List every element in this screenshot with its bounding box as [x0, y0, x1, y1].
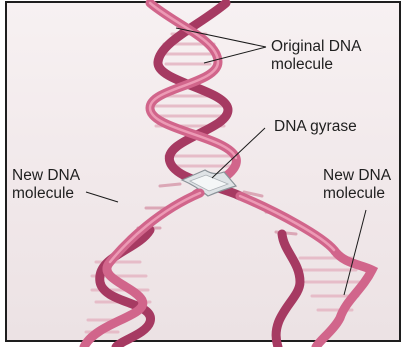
label-original-dna: Original DNA molecule	[271, 38, 361, 74]
new-dna-right-helix	[240, 196, 372, 347]
leader-new-left	[86, 192, 118, 202]
leader-gyrase	[212, 128, 265, 178]
label-dna-gyrase: DNA gyrase	[274, 118, 357, 136]
new-dna-left-helix	[84, 193, 200, 347]
label-new-dna-left: New DNA molecule	[12, 167, 80, 203]
label-new-dna-right: New DNA molecule	[323, 167, 391, 203]
